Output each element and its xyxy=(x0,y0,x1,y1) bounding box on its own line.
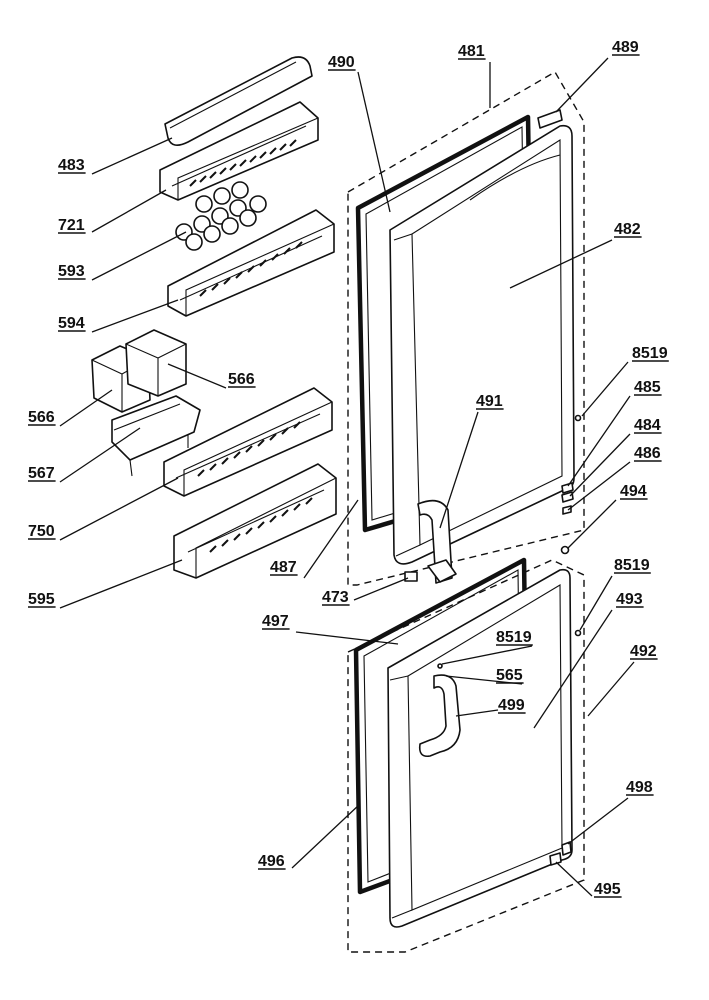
callout-481: 481 xyxy=(458,43,485,60)
callout-750: 750 xyxy=(28,523,55,540)
lower-door-assembly-frame xyxy=(347,559,585,953)
shelf-cover-483 xyxy=(164,56,313,146)
callout-565: 565 xyxy=(496,667,523,684)
divider-567-edge xyxy=(113,403,189,477)
callout-8519: 8519 xyxy=(614,557,650,574)
lower-door-edge xyxy=(389,675,413,919)
balcony-721-grille xyxy=(189,139,297,187)
bottle-holder-566-right xyxy=(125,329,187,397)
callout-483: 483 xyxy=(58,157,85,174)
balcony-595-grille xyxy=(209,497,313,553)
callout-721: 721 xyxy=(58,217,85,234)
callout-496: 496 xyxy=(258,853,285,870)
upper-door-group xyxy=(355,109,582,584)
bottom-hinge xyxy=(549,852,562,866)
callout-490: 490 xyxy=(328,54,355,71)
door-shelves-group xyxy=(91,56,337,579)
part-labels: 490 481 489 483 721 593 482 594 8519 566 485 566 491… xyxy=(28,39,669,898)
callout-492: 492 xyxy=(630,643,657,660)
egg-tray-593 xyxy=(175,181,267,251)
callout-566: 566 xyxy=(28,409,55,426)
screw-plug-upper xyxy=(574,414,582,422)
handle-block xyxy=(404,571,418,582)
callout-491: 491 xyxy=(476,393,503,410)
lower-door-group xyxy=(353,557,582,928)
callout-494: 494 xyxy=(620,483,647,500)
balcony-721 xyxy=(159,101,319,201)
balcony-750-grille xyxy=(197,421,301,477)
top-hinge-cover xyxy=(537,109,563,129)
bottom-hinge-cap xyxy=(561,841,572,856)
screw-plug-lower xyxy=(574,629,582,637)
callout-482: 482 xyxy=(614,221,641,238)
upper-door-panel-curve xyxy=(469,154,561,201)
callout-473: 473 xyxy=(322,589,349,606)
callout-495: 495 xyxy=(594,881,621,898)
upper-door-edge xyxy=(393,233,421,557)
balcony-594-grille xyxy=(199,241,303,297)
upper-handle-base xyxy=(427,559,457,583)
lower-door-handle xyxy=(418,674,461,758)
callout-489: 489 xyxy=(612,39,639,56)
callout-493: 493 xyxy=(616,591,643,608)
callout-499: 499 xyxy=(498,697,525,714)
callout-8519: 8519 xyxy=(496,629,532,646)
callout-8519: 8519 xyxy=(632,345,668,362)
divider-567 xyxy=(111,395,201,461)
callout-594: 594 xyxy=(58,315,85,332)
callout-567: 567 xyxy=(28,465,55,482)
callout-487: 487 xyxy=(270,559,297,576)
lower-door-panel xyxy=(387,568,573,928)
door-stop xyxy=(561,491,574,503)
upper-door-panel-face xyxy=(411,139,563,546)
leader-lines xyxy=(59,57,635,897)
stop-screw xyxy=(562,505,572,515)
callout-486: 486 xyxy=(634,445,661,462)
callout-498: 498 xyxy=(626,779,653,796)
callout-566: 566 xyxy=(228,371,255,388)
callout-497: 497 xyxy=(262,613,289,630)
screw-8519-lower xyxy=(437,663,443,669)
middle-hinge-pin xyxy=(560,545,570,555)
balcony-594 xyxy=(167,209,335,317)
callout-593: 593 xyxy=(58,263,85,280)
bottle-holder-566-right-edge xyxy=(125,343,187,396)
callout-595: 595 xyxy=(28,591,55,608)
callout-485: 485 xyxy=(634,379,661,396)
callout-484: 484 xyxy=(634,417,661,434)
assembly-frames xyxy=(347,71,585,953)
shelf-cover-edge xyxy=(169,61,297,129)
balcony-595-edge xyxy=(187,477,337,578)
balcony-721-edge xyxy=(171,117,319,200)
